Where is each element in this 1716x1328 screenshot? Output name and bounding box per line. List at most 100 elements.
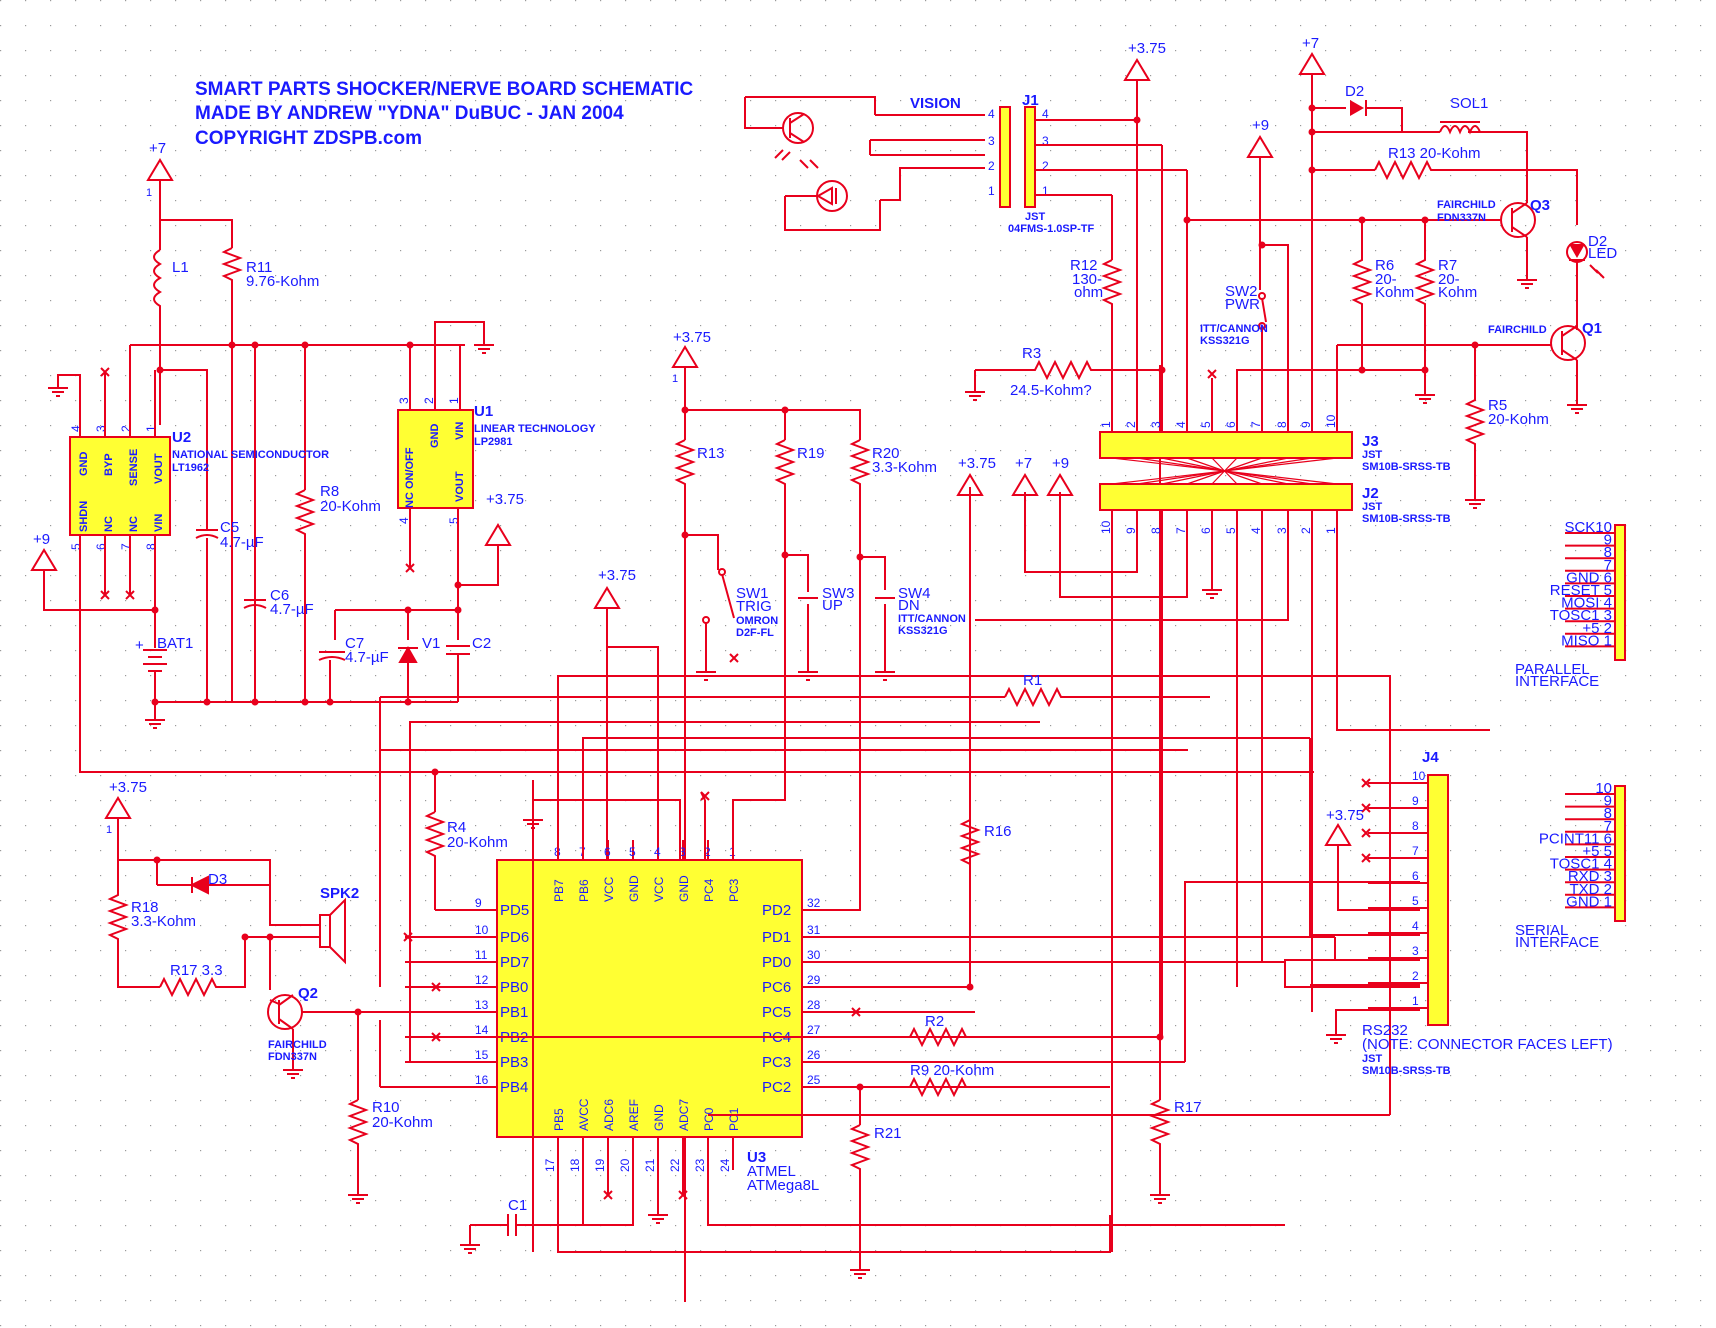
u2-num-8: 8 (144, 543, 158, 550)
u3-left-num: 15 (475, 1048, 489, 1062)
j4-pin-num: 3 (1412, 944, 1419, 958)
sw2-label: SW2 (1225, 283, 1258, 300)
c6-capacitor (243, 599, 267, 609)
u3-bottom-pin: AVCC (577, 1098, 591, 1131)
serial-pin-label: 8 (1604, 805, 1612, 822)
u3-bottom-num: 19 (593, 1158, 607, 1172)
parallel-pin-label: +5 2 (1582, 620, 1612, 637)
u2-num-1: 1 (144, 425, 158, 432)
j3-pin-num: 5 (1199, 421, 1213, 428)
c2-capacitor (446, 645, 470, 702)
j2-pin-num: 5 (1224, 527, 1238, 534)
speaker-section: R4 20-Kohm +3.75 1 R18 3.3-Kohm R17 3.3 … (104, 768, 508, 1204)
c5-label: C5 (220, 519, 239, 536)
spk-pin1: 1 (106, 824, 112, 836)
q3-part: FDN337N (1437, 212, 1486, 224)
sol1-label: SOL1 (1450, 95, 1488, 112)
serial-pin-label: 9 (1604, 793, 1612, 810)
serial-pin-label: 10 (1595, 780, 1612, 797)
power-arrow-plus7-j2 (1011, 473, 1039, 496)
power-arrow-plus9-j2 (1046, 473, 1074, 496)
j4-maker: JST (1362, 1053, 1382, 1065)
u3-left-pin: PD6 (500, 929, 529, 946)
plus9-label-left: +9 (33, 531, 50, 548)
parallel-pin-label: GND 6 (1566, 569, 1612, 586)
plus375-label-u1: +3.75 (486, 491, 524, 508)
u3-left-num: 9 (475, 896, 482, 910)
r5-resistor (1464, 345, 1486, 509)
r9-resistor (909, 1076, 967, 1098)
j4-pin-num: 10 (1412, 769, 1426, 783)
j1-num-1a: 1 (988, 184, 995, 198)
j4-rs232: RS232 (1362, 1022, 1408, 1039)
j4-nc-mark (1361, 803, 1371, 813)
vision-section: VISION J1 JST 04FMS-1.0SP-TF 4 3 2 1 4 3… (744, 40, 1188, 425)
j4-pin-num: 5 (1412, 894, 1419, 908)
plus7-label-j2: +7 (1015, 455, 1032, 472)
j-crossover-wires (1111, 457, 1338, 485)
u3-bottom-num: 20 (618, 1158, 632, 1172)
u3-top-num: 2 (704, 845, 711, 859)
u3-right-pin: PD2 (762, 902, 791, 919)
j4-nc-mark (1361, 853, 1371, 863)
u3-left-pin: PB4 (500, 1079, 528, 1096)
q2-maker: FAIRCHILD (268, 1039, 327, 1051)
d3-label: D3 (208, 871, 227, 888)
sw1-part: D2F-FL (736, 627, 774, 639)
u3-maker: ATMEL (747, 1163, 796, 1180)
u1-num-4: 4 (397, 517, 411, 524)
parallel-pin-label: 7 (1604, 557, 1612, 574)
j3-pin-num: 3 (1149, 421, 1163, 428)
u3-top-num: 3 (679, 845, 686, 859)
d3-diode (192, 877, 208, 893)
r21-label: R21 (874, 1125, 902, 1142)
r12-value2: ohm (1074, 284, 1103, 301)
u3-top-num: 4 (654, 845, 661, 859)
j4-note: (NOTE: CONNECTOR FACES LEFT) (1362, 1036, 1613, 1053)
j3-label: J3 (1362, 433, 1379, 450)
j3-pin-num: 10 (1324, 414, 1338, 428)
j3-pin-num: 8 (1275, 421, 1289, 428)
r3-resistor (965, 359, 1162, 401)
plus375-label-left: +3.75 (109, 779, 147, 796)
parallel-pin-label: RESET 5 (1550, 582, 1612, 599)
parallel-pin-label: SCK10 (1564, 519, 1612, 536)
q1-label: Q1 (1582, 320, 1602, 337)
u2-num-6: 6 (94, 543, 108, 550)
j2-pin-num: 2 (1299, 527, 1313, 534)
j3-pin-num: 9 (1299, 421, 1313, 428)
u3-top-pin: PB7 (552, 879, 566, 902)
j1-label: J1 (1022, 92, 1039, 109)
r5-label: R5 (1488, 397, 1507, 414)
r5-value: 20-Kohm (1488, 411, 1549, 428)
j2-pin-num: 1 (1324, 527, 1338, 534)
c7-value: 4.7-µF (345, 649, 389, 666)
j2-pin-num: 10 (1099, 520, 1113, 534)
u3-left-num: 12 (475, 973, 489, 987)
u2-pin-sense: SENSE (128, 449, 140, 486)
j1-num-3b: 3 (1042, 134, 1049, 148)
u3-bottom-pin: PB5 (552, 1108, 566, 1131)
c1-label: C1 (508, 1197, 527, 1214)
r9-label: R9 20-Kohm (910, 1062, 994, 1079)
j3-pin-num: 2 (1124, 421, 1138, 428)
plus7-label-left: +7 (149, 140, 166, 157)
u3-left-pin: PD5 (500, 902, 529, 919)
u2-pin-gnd: GND (78, 452, 90, 477)
u3-right-pin: PC5 (762, 1004, 791, 1021)
spk2-label: SPK2 (320, 885, 359, 902)
q1-maker: FAIRCHILD (1488, 324, 1547, 336)
r12-resistor (1101, 259, 1123, 425)
u1-pin-vout: VOUT (454, 471, 466, 502)
u2-part: LT1962 (172, 462, 209, 474)
u1-pin-vin: VIN (454, 422, 466, 440)
u3-right-pin: PC3 (762, 1054, 791, 1071)
q3-label: Q3 (1530, 197, 1550, 214)
serial-label-2: INTERFACE (1515, 934, 1599, 951)
j2-pin-num: 9 (1124, 527, 1138, 534)
u3-right-pin: PD0 (762, 954, 791, 971)
u3-right-num: 29 (807, 973, 821, 987)
